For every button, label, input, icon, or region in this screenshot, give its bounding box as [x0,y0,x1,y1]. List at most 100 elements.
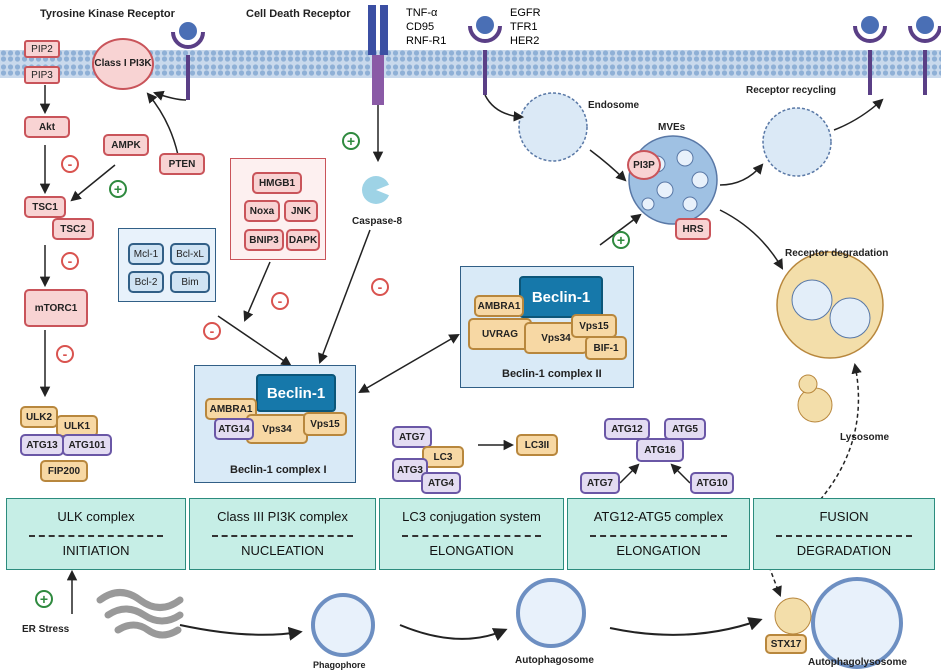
node-fip200: FIP200 [40,460,88,482]
a-atg7: ATG7 [580,472,620,494]
node-pten: PTEN [159,153,205,175]
node-pip3: PIP3 [24,66,60,84]
node-hmgb1: HMGB1 [252,172,302,194]
stage-nucleation: Class III PI3K complex NUCLEATION [189,498,376,570]
node-jnk: JNK [284,200,318,222]
caspase8-label: Caspase-8 [352,216,403,227]
ligand-cd95: CD95 [406,21,435,33]
stage-initiation: ULK complex INITIATION [6,498,186,570]
node-bcl2: Bcl-2 [128,271,164,293]
autophagosome-label: Autophagosome [515,655,594,666]
lc-lc3: LC3 [422,446,464,468]
activate-sign: + [35,590,53,608]
inhibit-sign: - [61,252,79,270]
receptor-her2: HER2 [510,35,540,47]
stage-divider [402,535,541,537]
stage-phase: DEGRADATION [796,543,892,558]
inhibit-sign: - [271,292,289,310]
stage-title: ULK complex [57,509,135,524]
activate-sign: + [612,231,630,249]
a-atg16: ATG16 [636,438,684,462]
stage-title: LC3 conjugation system [402,509,541,524]
c2-vps15: Vps15 [571,314,617,338]
receptor-tfr1: TFR1 [510,21,538,33]
inhibit-sign: - [203,322,221,340]
stage-divider [29,535,163,537]
c1-label: Beclin-1 complex I [230,464,327,476]
c1-vps34: Vps34 [246,414,308,444]
inhibit-sign: - [61,155,79,173]
inhibit-sign: - [56,345,74,363]
node-mcl1: Mcl-1 [128,243,164,265]
phagophore-label: Phagophore [313,660,366,670]
growth-receptor-list: EGFR TFR1 HER2 [510,6,541,48]
death-receptor-shape [368,5,388,163]
a-atg10: ATG10 [690,472,734,494]
node-ampk: AMPK [103,134,149,156]
stage-divider [212,535,353,537]
stage-degradation: FUSION DEGRADATION [753,498,935,570]
tk-receptor-label: Tyrosine Kinase Receptor [40,8,175,20]
node-dapk: DAPK [286,229,320,251]
lc-atg4: ATG4 [421,472,461,494]
inhibit-sign: - [371,278,389,296]
node-bclxl: Bcl-xL [170,243,210,265]
death-ligand-list: TNF-α CD95 RNF-R1 [406,6,446,48]
ligand-rnfr1: RNF-R1 [406,35,447,47]
node-pip2: PIP2 [24,40,60,58]
autophagosome-shape [516,578,586,648]
lysosome-label: Lysosome [840,432,890,443]
stage-divider [590,535,727,537]
stage-atg12-elongation: ATG12-ATG5 complex ELONGATION [567,498,750,570]
node-noxa: Noxa [244,200,280,222]
receptor-egfr: EGFR [510,7,541,19]
stage-title: FUSION [819,509,869,524]
stage-title: ATG12-ATG5 complex [593,509,724,524]
a-atg12: ATG12 [604,418,650,440]
activate-sign: + [342,132,360,150]
stage-title: Class III PI3K complex [217,509,348,524]
c1-atg14: ATG14 [214,418,254,440]
endosome-vesicle [518,92,588,162]
node-pi3p: PI3P [627,150,661,180]
lysosome-small-1 [797,387,833,423]
node-ulk2: ULK2 [20,406,58,428]
recycled-receptor-shapes [853,16,941,95]
endosome-label: Endosome [588,100,640,111]
activate-sign: + [109,180,127,198]
c2-label: Beclin-1 complex II [502,368,602,380]
egfr-receptor-shape [468,16,502,95]
recycling-vesicle [762,107,832,177]
node-bim: Bim [170,271,210,293]
stage-phase: ELONGATION [616,543,701,558]
stage-lc3-elongation: LC3 conjugation system ELONGATION [379,498,564,570]
node-atg101: ATG101 [62,434,112,456]
node-hrs: HRS [675,218,711,240]
node-class1-pi3k: Class I PI3K [92,38,154,90]
ligand-tnf: TNF-α [406,7,438,19]
autophagolysosome-label: Autophagolysosome [808,657,907,668]
mves-label: MVEs [658,122,686,133]
node-lc3ii: LC3II [516,434,558,456]
lysosome-small-2 [798,374,818,394]
lc-atg7: ATG7 [392,426,432,448]
er-stress-label: ER Stress [22,624,70,635]
node-tsc1: TSC1 [24,196,66,218]
stage-divider [776,535,912,537]
stage-phase: NUCLEATION [241,543,324,558]
c2-uvrag: UVRAG [468,318,532,350]
node-bnip3: BNIP3 [244,229,284,251]
c2-ambra1: AMBRA1 [474,295,524,317]
phagophore-shape [311,593,375,657]
node-tsc2: TSC2 [52,218,94,240]
c1-beclin: Beclin-1 [256,374,336,412]
cell-membrane [0,50,941,78]
er-organelle [96,589,184,639]
stage-phase: ELONGATION [429,543,514,558]
node-mtorc1: mTORC1 [24,289,88,327]
c1-vps15: Vps15 [303,412,347,436]
c2-beclin: Beclin-1 [519,276,603,318]
receptor-degradation-label: Receptor degradation [785,248,889,259]
receptor-recycling-label: Receptor recycling [746,85,837,96]
